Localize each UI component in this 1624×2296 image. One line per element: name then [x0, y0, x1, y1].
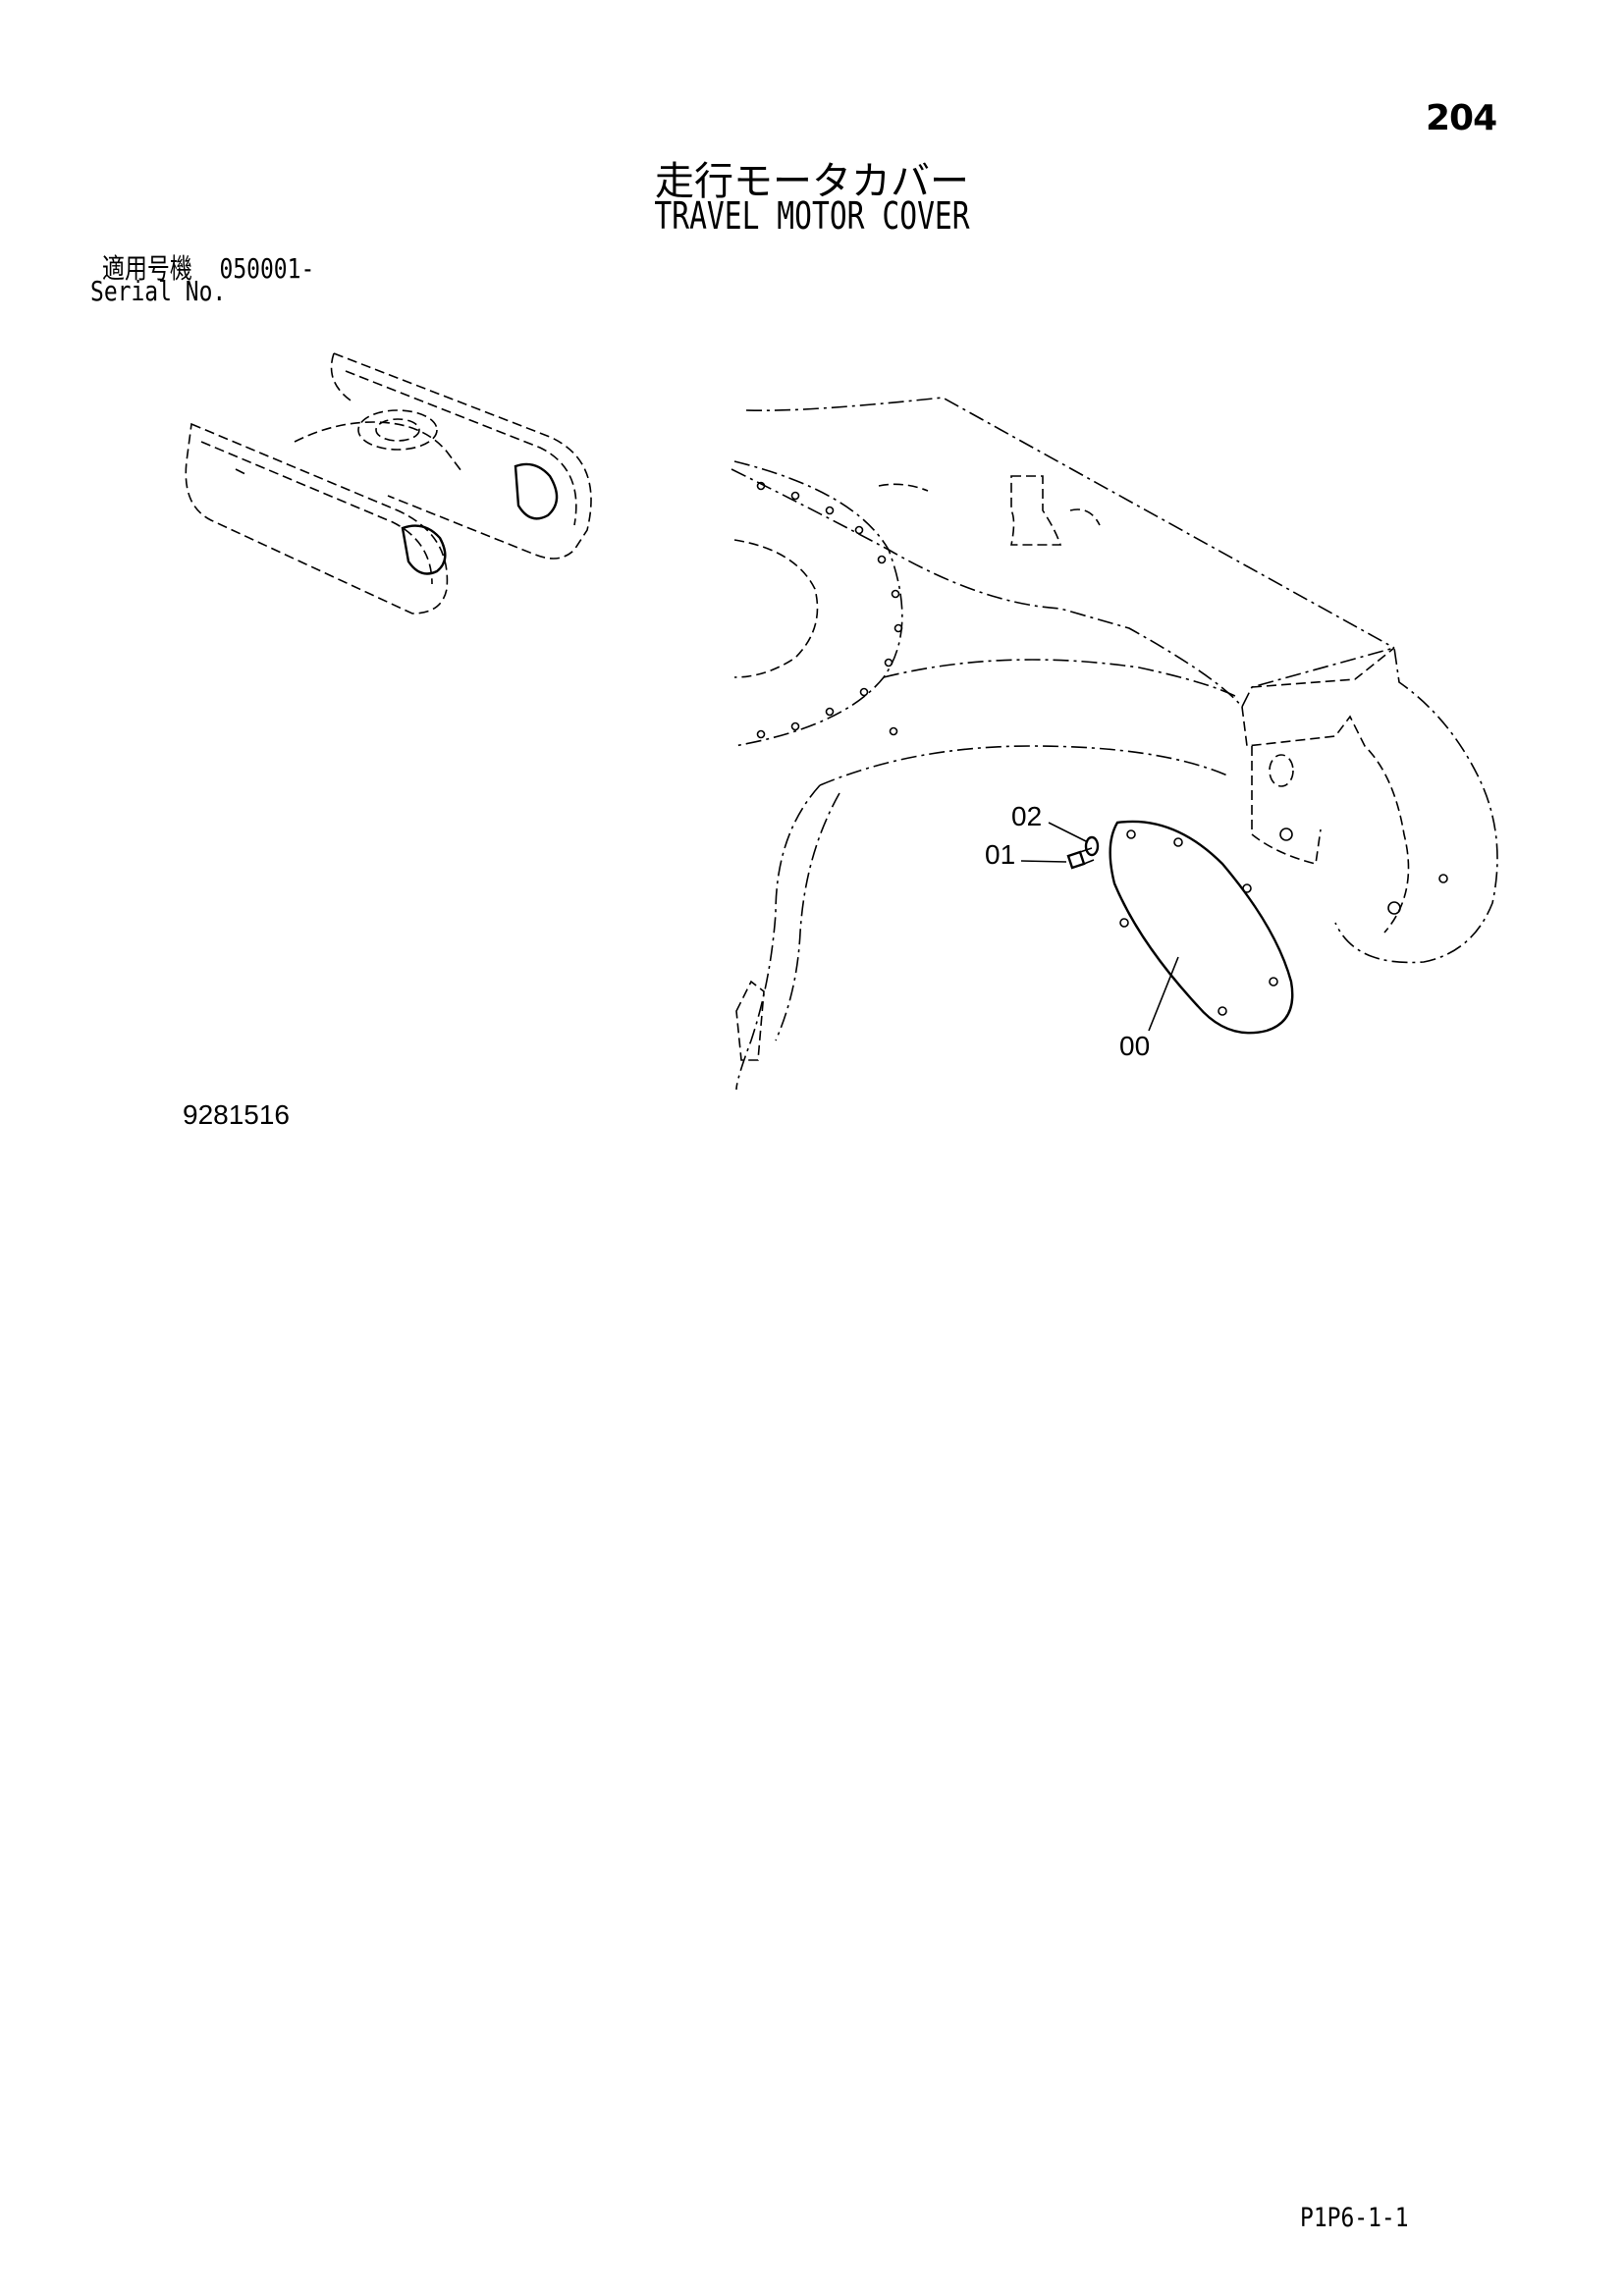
travel-motor-bolt	[1387, 901, 1401, 915]
serial-label-english: Serial No.	[90, 275, 227, 307]
frame-swoop-upper	[883, 659, 1238, 698]
frame-bracket-slot	[1069, 508, 1101, 526]
frame-top-edge	[745, 397, 1395, 649]
key-view-cover-rear	[514, 462, 559, 520]
serial-range: 適用号機 050001-	[102, 247, 314, 287]
frame-lower-tab	[735, 980, 765, 1061]
key-view-swing-bearing	[357, 409, 438, 451]
swing-bearing-inner	[733, 539, 819, 678]
key-view-upper-track	[333, 352, 592, 560]
bolt-holes	[756, 481, 903, 739]
page-number: 204	[1426, 98, 1497, 138]
bolt-head	[1066, 850, 1086, 870]
travel-motor-flange	[1241, 706, 1410, 934]
swing-bearing-outer	[733, 460, 903, 747]
callout-part-01: 01	[985, 839, 1016, 870]
travel-motor-cover-plate	[1109, 820, 1294, 1035]
leader-line-00	[1148, 956, 1179, 1032]
cover-plate-bolt-hole	[1173, 837, 1183, 847]
travel-motor-top-plate	[1251, 647, 1395, 688]
callout-part-02: 02	[1011, 801, 1043, 831]
travel-motor-mount	[1251, 746, 1322, 865]
frame-lower-edge	[731, 468, 1243, 708]
serial-value: 050001-	[219, 252, 315, 285]
leader-line-01	[1020, 860, 1067, 863]
serial-label-japanese: 適用号機	[102, 252, 192, 285]
footer-code: P1P6-1-1	[1300, 2203, 1409, 2233]
leader-line-02	[1048, 822, 1089, 843]
key-view-mark	[235, 468, 246, 475]
travel-motor-bolt	[1438, 874, 1448, 883]
page-title-english: TRAVEL MOTOR COVER	[654, 194, 970, 238]
cover-plate-bolt-hole	[1218, 1006, 1227, 1016]
cover-plate-bolt-hole	[1126, 829, 1136, 839]
travel-motor-bolt	[1279, 828, 1293, 841]
frame-notch	[878, 483, 929, 492]
key-view-lower-track-inner	[200, 441, 433, 585]
travel-motor-port	[1269, 754, 1294, 787]
callout-part-00: 00	[1119, 1031, 1151, 1061]
frame-swoop-middle	[819, 745, 1228, 786]
key-view-center-frame	[294, 421, 462, 472]
key-view-cover-front	[401, 524, 447, 575]
frame-swoop-left-inner	[775, 792, 840, 1041]
frame-swoop-left	[735, 784, 821, 1091]
cover-plate-bolt-hole	[1242, 883, 1252, 893]
washer	[1084, 835, 1100, 857]
key-view-lower-track	[185, 422, 449, 614]
page-title-japanese: 走行モータカバー	[655, 159, 969, 204]
cover-plate-bolt-hole	[1119, 918, 1129, 928]
frame-bracket	[1010, 475, 1062, 546]
drawing-number: 9281516	[183, 1099, 291, 1130]
travel-motor-housing	[1241, 646, 1498, 964]
key-view-upper-track-inner	[345, 370, 577, 526]
key-view-upper-track-end	[330, 352, 354, 403]
key-view-swing-center	[375, 418, 420, 442]
cover-plate-bolt-hole	[1269, 977, 1278, 987]
